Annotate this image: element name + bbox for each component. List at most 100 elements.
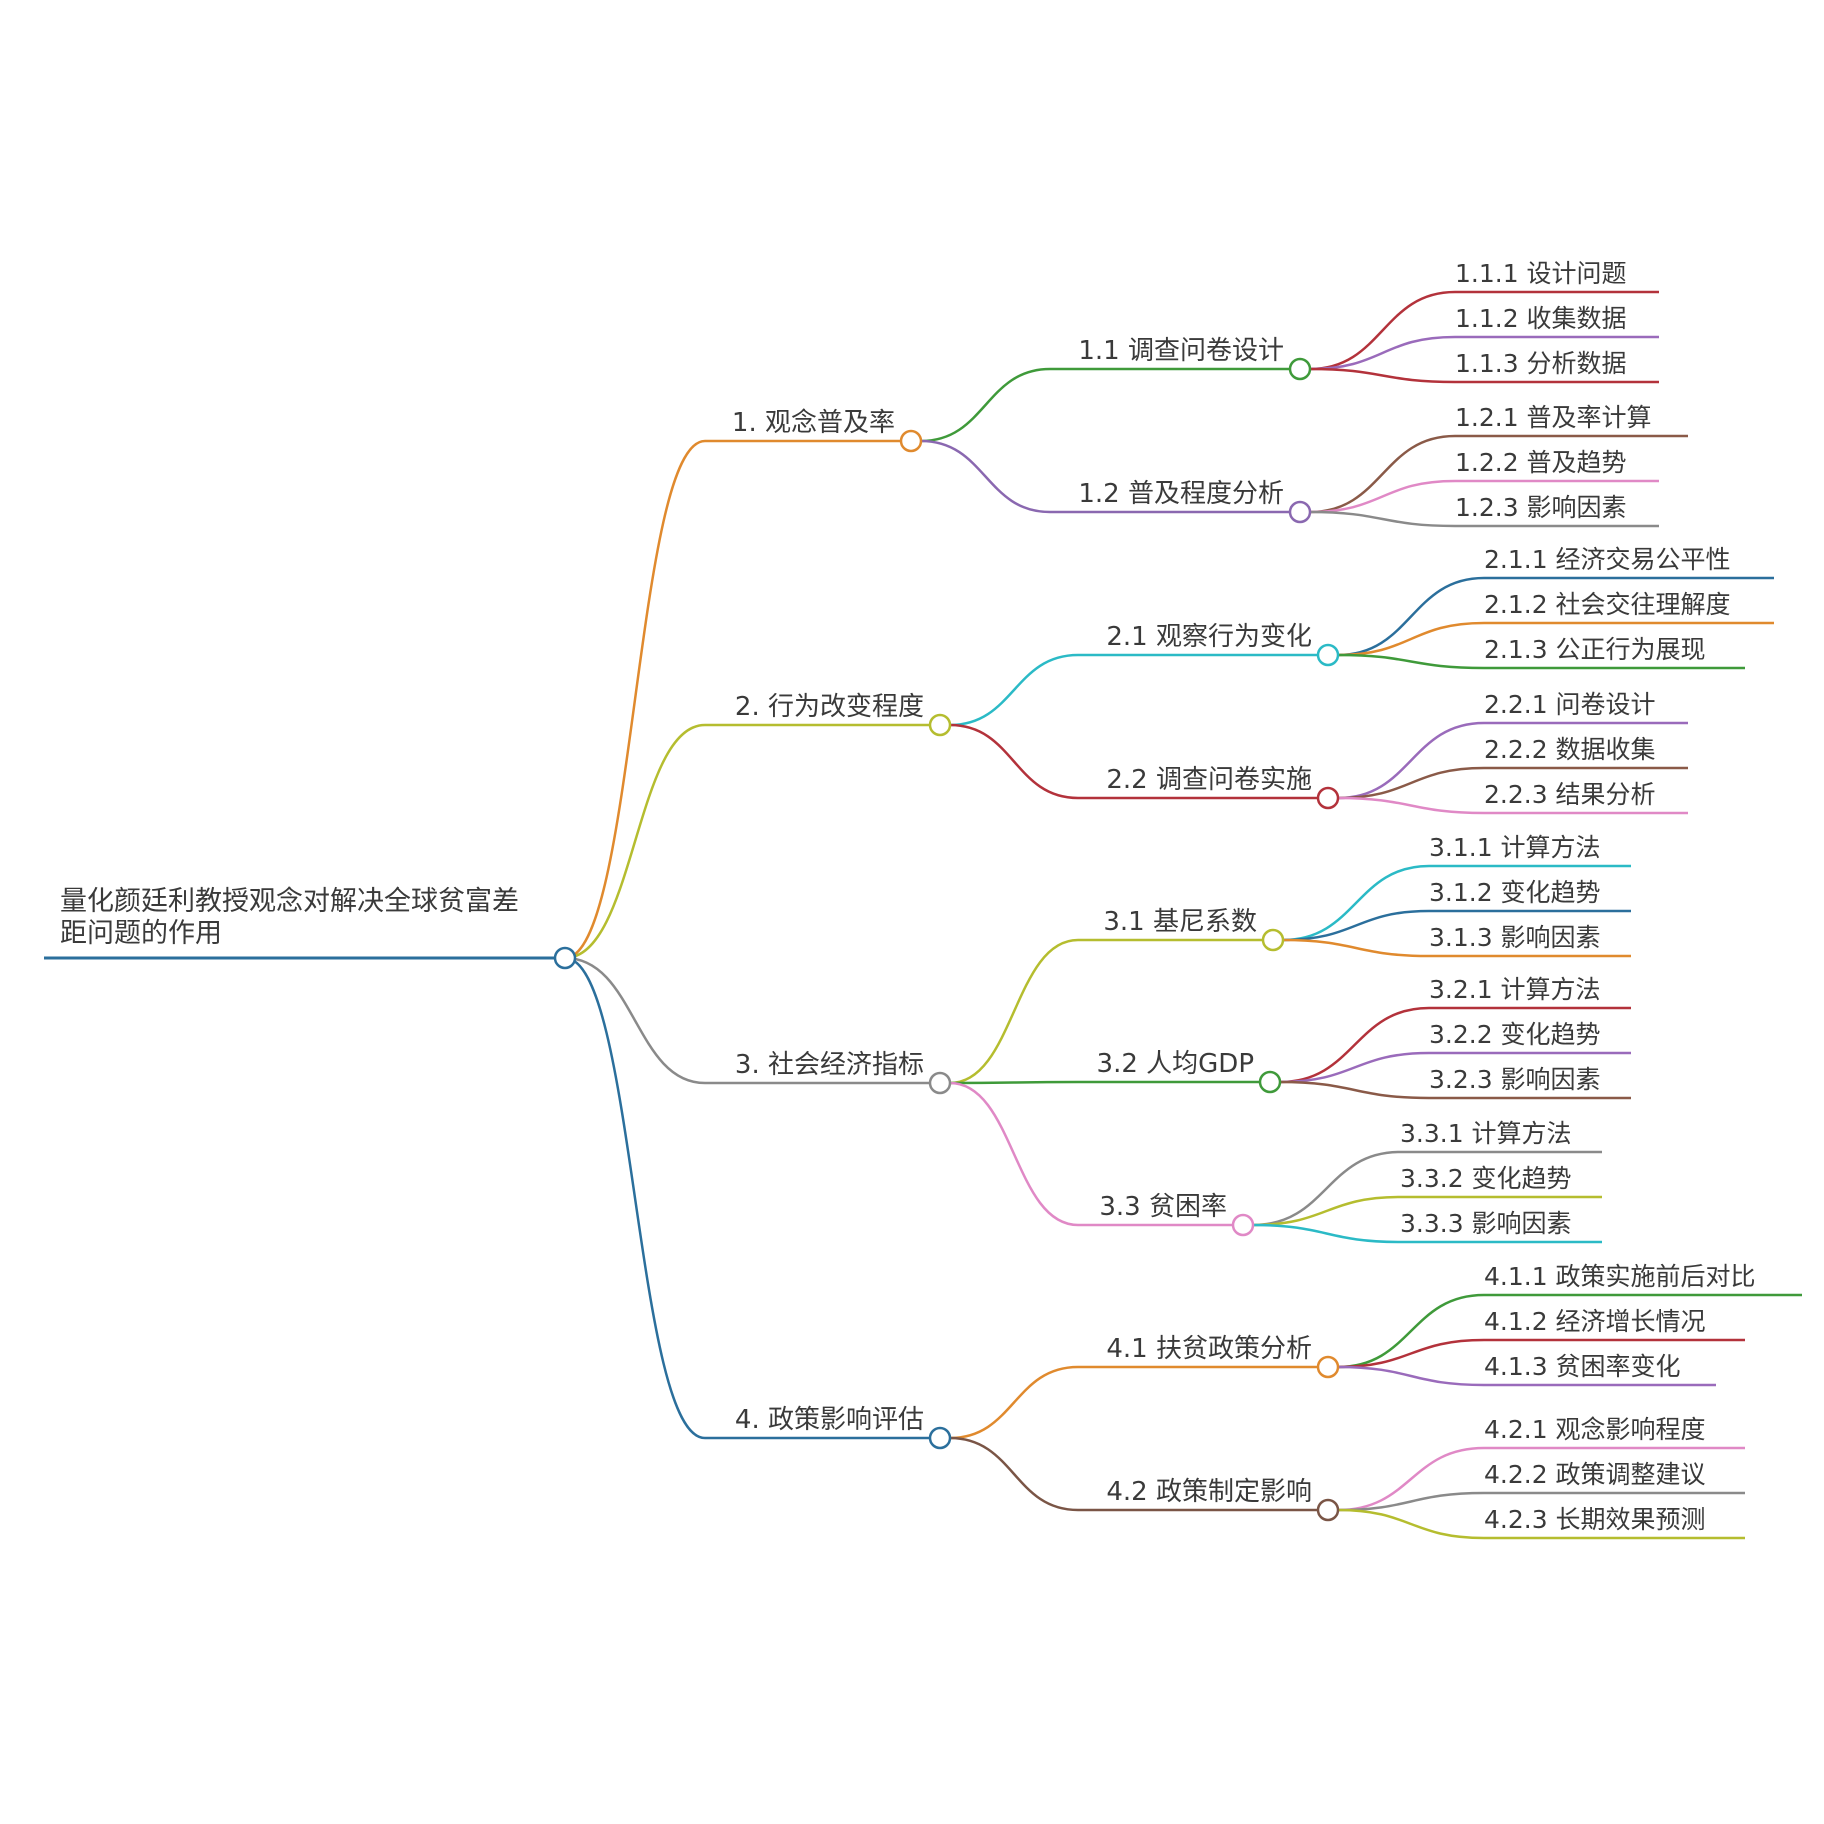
node-b2[interactable]: [928, 713, 952, 737]
label-b2-1: 2.1 观察行为变化: [1106, 622, 1312, 652]
label-b3-2-1: 3.2.1 计算方法: [1429, 975, 1601, 1004]
connector-b4-2-3: [1337, 1508, 1485, 1540]
connector-b2-2-3: [1337, 796, 1485, 815]
connector-b4-2-2: [1337, 1491, 1485, 1512]
connector-b3-2-3: [1279, 1080, 1430, 1100]
connector-b2: [564, 723, 706, 960]
node-b2-1[interactable]: [1316, 643, 1340, 667]
connector-b2-1-3: [1337, 653, 1485, 670]
label-b4: 4. 政策影响评估: [735, 1405, 924, 1435]
connector-b4-2-1: [1337, 1446, 1485, 1512]
connector-b1-2-3: [1309, 510, 1456, 528]
label-b2: 2. 行为改变程度: [735, 692, 924, 722]
label-b1-2-3: 1.2.3 影响因素: [1455, 493, 1627, 522]
connector-b3-3-2: [1252, 1195, 1401, 1227]
node-b3-2[interactable]: [1258, 1070, 1282, 1094]
connector-b3-3-3: [1252, 1223, 1401, 1244]
node-root[interactable]: [553, 946, 577, 970]
node-b4-2[interactable]: [1316, 1498, 1340, 1522]
label-b1: 1. 观念普及率: [732, 408, 895, 438]
root-title-line-1: 量化颜廷利教授观念对解决全球贫富差: [60, 886, 519, 917]
connector-b3: [564, 956, 706, 1085]
node-b4[interactable]: [928, 1426, 952, 1450]
node-b4-1[interactable]: [1316, 1355, 1340, 1379]
connector-b3-1: [949, 938, 1079, 1085]
connector-b3-1-3: [1282, 938, 1430, 958]
connector-b4-1-1: [1337, 1293, 1485, 1369]
connector-b2-2-2: [1337, 766, 1485, 800]
label-b3-1-2: 3.1.2 变化趋势: [1429, 878, 1601, 907]
label-b1-1-2: 1.1.2 收集数据: [1455, 304, 1627, 333]
label-b1-1: 1.1 调查问卷设计: [1078, 336, 1284, 366]
connector-b2-1-2: [1337, 621, 1485, 657]
node-b3[interactable]: [928, 1071, 952, 1095]
label-b1-1-1: 1.1.1 设计问题: [1455, 259, 1627, 288]
label-b2-2: 2.2 调查问卷实施: [1106, 765, 1312, 795]
label-b1-2-1: 1.2.1 普及率计算: [1455, 403, 1652, 432]
mind-map-connectors: [564, 290, 1485, 1540]
connector-b2-1: [949, 653, 1079, 727]
label-b3-1-1: 3.1.1 计算方法: [1429, 833, 1601, 862]
connector-b1-2: [920, 439, 1051, 514]
connector-b3-2-1: [1279, 1006, 1430, 1084]
connector-b1: [564, 439, 706, 960]
label-b3-3-1: 3.3.1 计算方法: [1400, 1119, 1572, 1148]
connector-b3-2: [949, 1080, 1079, 1085]
connector-b4: [564, 956, 706, 1440]
node-b3-1[interactable]: [1261, 928, 1285, 952]
connector-b4-1: [949, 1365, 1079, 1440]
node-b1-1[interactable]: [1288, 357, 1312, 381]
connector-b4-1-2: [1337, 1338, 1485, 1369]
label-b3-2-3: 3.2.3 影响因素: [1429, 1065, 1601, 1094]
label-b3-3-3: 3.3.3 影响因素: [1400, 1209, 1572, 1238]
label-b2-2-1: 2.2.1 问卷设计: [1484, 690, 1656, 719]
connector-b1-1-3: [1309, 367, 1456, 384]
connector-b3-2-2: [1279, 1051, 1430, 1084]
connector-b1-2-2: [1309, 479, 1456, 514]
label-b4-1-2: 4.1.2 经济增长情况: [1484, 1307, 1706, 1336]
connector-b1-1: [920, 367, 1051, 443]
connector-b4-1-3: [1337, 1365, 1485, 1387]
connector-b3-3: [949, 1081, 1079, 1227]
mind-map-underlines: [44, 290, 1802, 1540]
connector-b1-1-2: [1309, 335, 1456, 371]
label-b4-2-1: 4.2.1 观念影响程度: [1484, 1415, 1706, 1444]
label-b1-2: 1.2 普及程度分析: [1078, 479, 1284, 509]
node-b1-2[interactable]: [1288, 500, 1312, 524]
node-b1[interactable]: [899, 429, 923, 453]
label-b3: 3. 社会经济指标: [735, 1050, 924, 1080]
label-b2-2-2: 2.2.2 数据收集: [1484, 735, 1656, 764]
connector-b1-1-1: [1309, 290, 1456, 371]
label-b1-1-3: 1.1.3 分析数据: [1455, 349, 1627, 378]
node-b2-2[interactable]: [1316, 786, 1340, 810]
label-b3-3-2: 3.3.2 变化趋势: [1400, 1164, 1572, 1193]
label-b4-1: 4.1 扶贫政策分析: [1106, 1334, 1312, 1364]
connector-b2-1-1: [1337, 576, 1485, 657]
label-b3-3: 3.3 贫困率: [1099, 1192, 1227, 1222]
connector-b1-2-1: [1309, 434, 1456, 514]
label-b3-1-3: 3.1.3 影响因素: [1429, 923, 1601, 952]
label-b4-2-2: 4.2.2 政策调整建议: [1484, 1460, 1706, 1489]
root-title-line-2: 距问题的作用: [60, 918, 222, 949]
label-b3-2: 3.2 人均GDP: [1097, 1049, 1254, 1079]
label-b4-2: 4.2 政策制定影响: [1106, 1477, 1312, 1507]
label-b2-1-2: 2.1.2 社会交往理解度: [1484, 590, 1731, 619]
label-b4-2-3: 4.2.3 长期效果预测: [1484, 1505, 1706, 1534]
connector-b3-3-1: [1252, 1150, 1401, 1227]
connector-b3-1-2: [1282, 909, 1430, 942]
label-b4-1-3: 4.1.3 贫困率变化: [1484, 1352, 1681, 1381]
label-b2-1-1: 2.1.1 经济交易公平性: [1484, 545, 1731, 574]
label-b3-2-2: 3.2.2 变化趋势: [1429, 1020, 1601, 1049]
label-b1-2-2: 1.2.2 普及趋势: [1455, 448, 1627, 477]
node-b3-3[interactable]: [1231, 1213, 1255, 1237]
connector-b2-2: [949, 723, 1079, 800]
label-b3-1: 3.1 基尼系数: [1103, 907, 1257, 937]
mind-map-nodes: [553, 357, 1340, 1522]
connector-b4-2: [949, 1436, 1079, 1512]
label-b2-2-3: 2.2.3 结果分析: [1484, 780, 1656, 809]
label-b4-1-1: 4.1.1 政策实施前后对比: [1484, 1262, 1756, 1291]
connector-b3-1-1: [1282, 864, 1430, 942]
connector-b2-2-1: [1337, 721, 1485, 800]
